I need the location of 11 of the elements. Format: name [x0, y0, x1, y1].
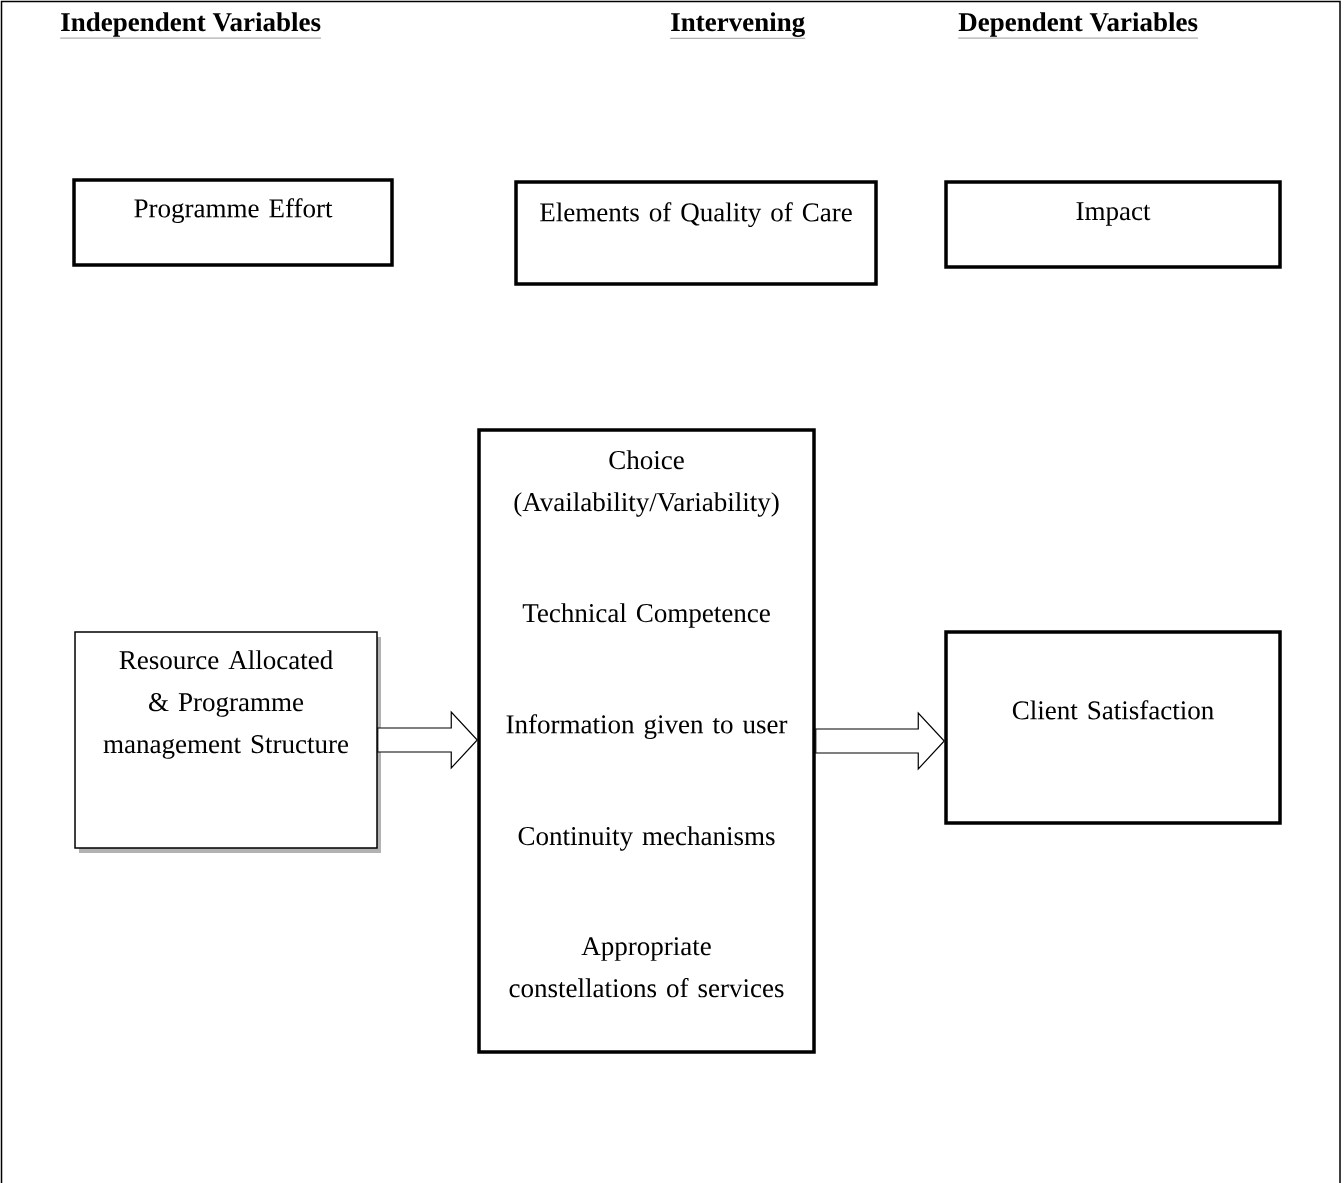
text-box: Programme Effort	[72, 178, 394, 267]
column-heading: Independent Variables	[60, 12, 322, 39]
column-heading: Dependent Variables	[958, 12, 1199, 39]
text-box: Client Satisfaction	[944, 630, 1282, 825]
list-box: Choice (Availability/Variability) Technical Competence Information given to user Continuity mechanisms Appropriate constellations of services	[477, 428, 816, 1054]
text-box: Impact	[944, 180, 1282, 269]
column-heading: Intervening	[670, 12, 806, 39]
block-arrow	[377, 710, 479, 770]
block-arrow	[815, 711, 946, 771]
text-box: Resource Allocated & Programme management Structure	[74, 631, 381, 853]
text-box: Elements of Quality of Care	[514, 180, 878, 286]
